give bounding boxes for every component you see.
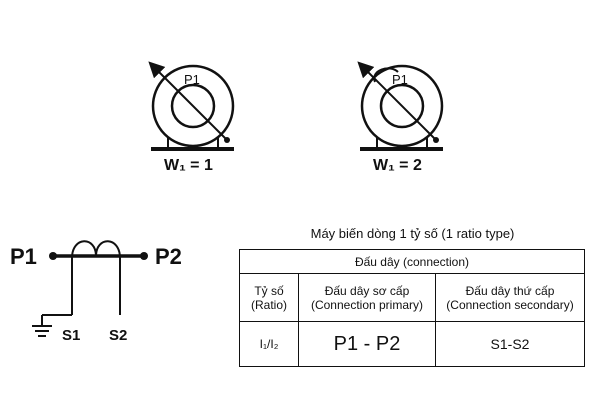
secondary-coil [71,240,121,259]
ct-right-winding-label: W₁ = 2 [373,157,422,174]
ground-icon [32,325,52,337]
table-header-group-row: Đấu dây (connection) [239,249,585,274]
table-header-row: Tỷ số (Ratio) Đấu dây sơ cấp (Connection… [239,273,585,322]
primary-terminal-p2-dot [140,252,148,260]
primary-connection-cell: P1 - P2 [298,321,436,367]
ct-right-p1-label: P1 [392,72,408,87]
ct-left-terminal-dot [224,137,230,143]
schematic-p1-label: P1 [10,244,37,269]
ct-right-base [360,147,443,151]
ct-right: P1 W₁ = 2 [357,61,444,174]
primary-column-header: Đấu dây sơ cấp (Connection primary) [298,273,436,322]
schematic-s1-label: S1 [62,327,80,344]
ct-left: P1 W₁ = 1 [148,61,235,174]
ct-right-terminal-dot [433,137,439,143]
ratio-header-line1: Tỷ số [254,283,284,298]
primary-terminal-p1-dot [49,252,57,260]
schematic-p2-label: P2 [155,244,182,269]
primary-header-line2: (Connection primary) [310,297,424,312]
schematic-s2-label: S2 [109,327,127,344]
secondary-header-line1: Đấu dây thứ cấp [465,283,555,298]
ct-left-base [151,147,234,151]
ct-left-p1-label: P1 [184,72,200,87]
primary-header-line1: Đấu dây sơ cấp [324,283,410,298]
secondary-column-header: Đấu dây thứ cấp (Connection secondary) [435,273,585,322]
ct-left-conductor-arrow [148,61,228,141]
ct-left-winding-label: W₁ = 1 [164,157,213,174]
ct-right-loop-wire [373,67,399,83]
connection-group-header: Đấu dây (connection) [239,249,585,274]
ct-schematic: P1 P2 S1 S2 [10,240,182,344]
ratio-table: Đấu dây (connection) Tỷ số (Ratio) Đấu d… [239,249,585,367]
ratio-header-line2: (Ratio) [250,297,287,312]
secondary-connection-cell: S1-S2 [435,321,585,367]
table-row: I₁/I₂ P1 - P2 S1-S2 [239,321,585,367]
ratio-cell: I₁/I₂ [239,321,299,367]
ratio-column-header: Tỷ số (Ratio) [239,273,299,322]
ratio-table-title: Máy biến dòng 1 tỷ số (1 ratio type) [310,226,515,241]
secondary-header-line2: (Connection secondary) [446,297,574,312]
